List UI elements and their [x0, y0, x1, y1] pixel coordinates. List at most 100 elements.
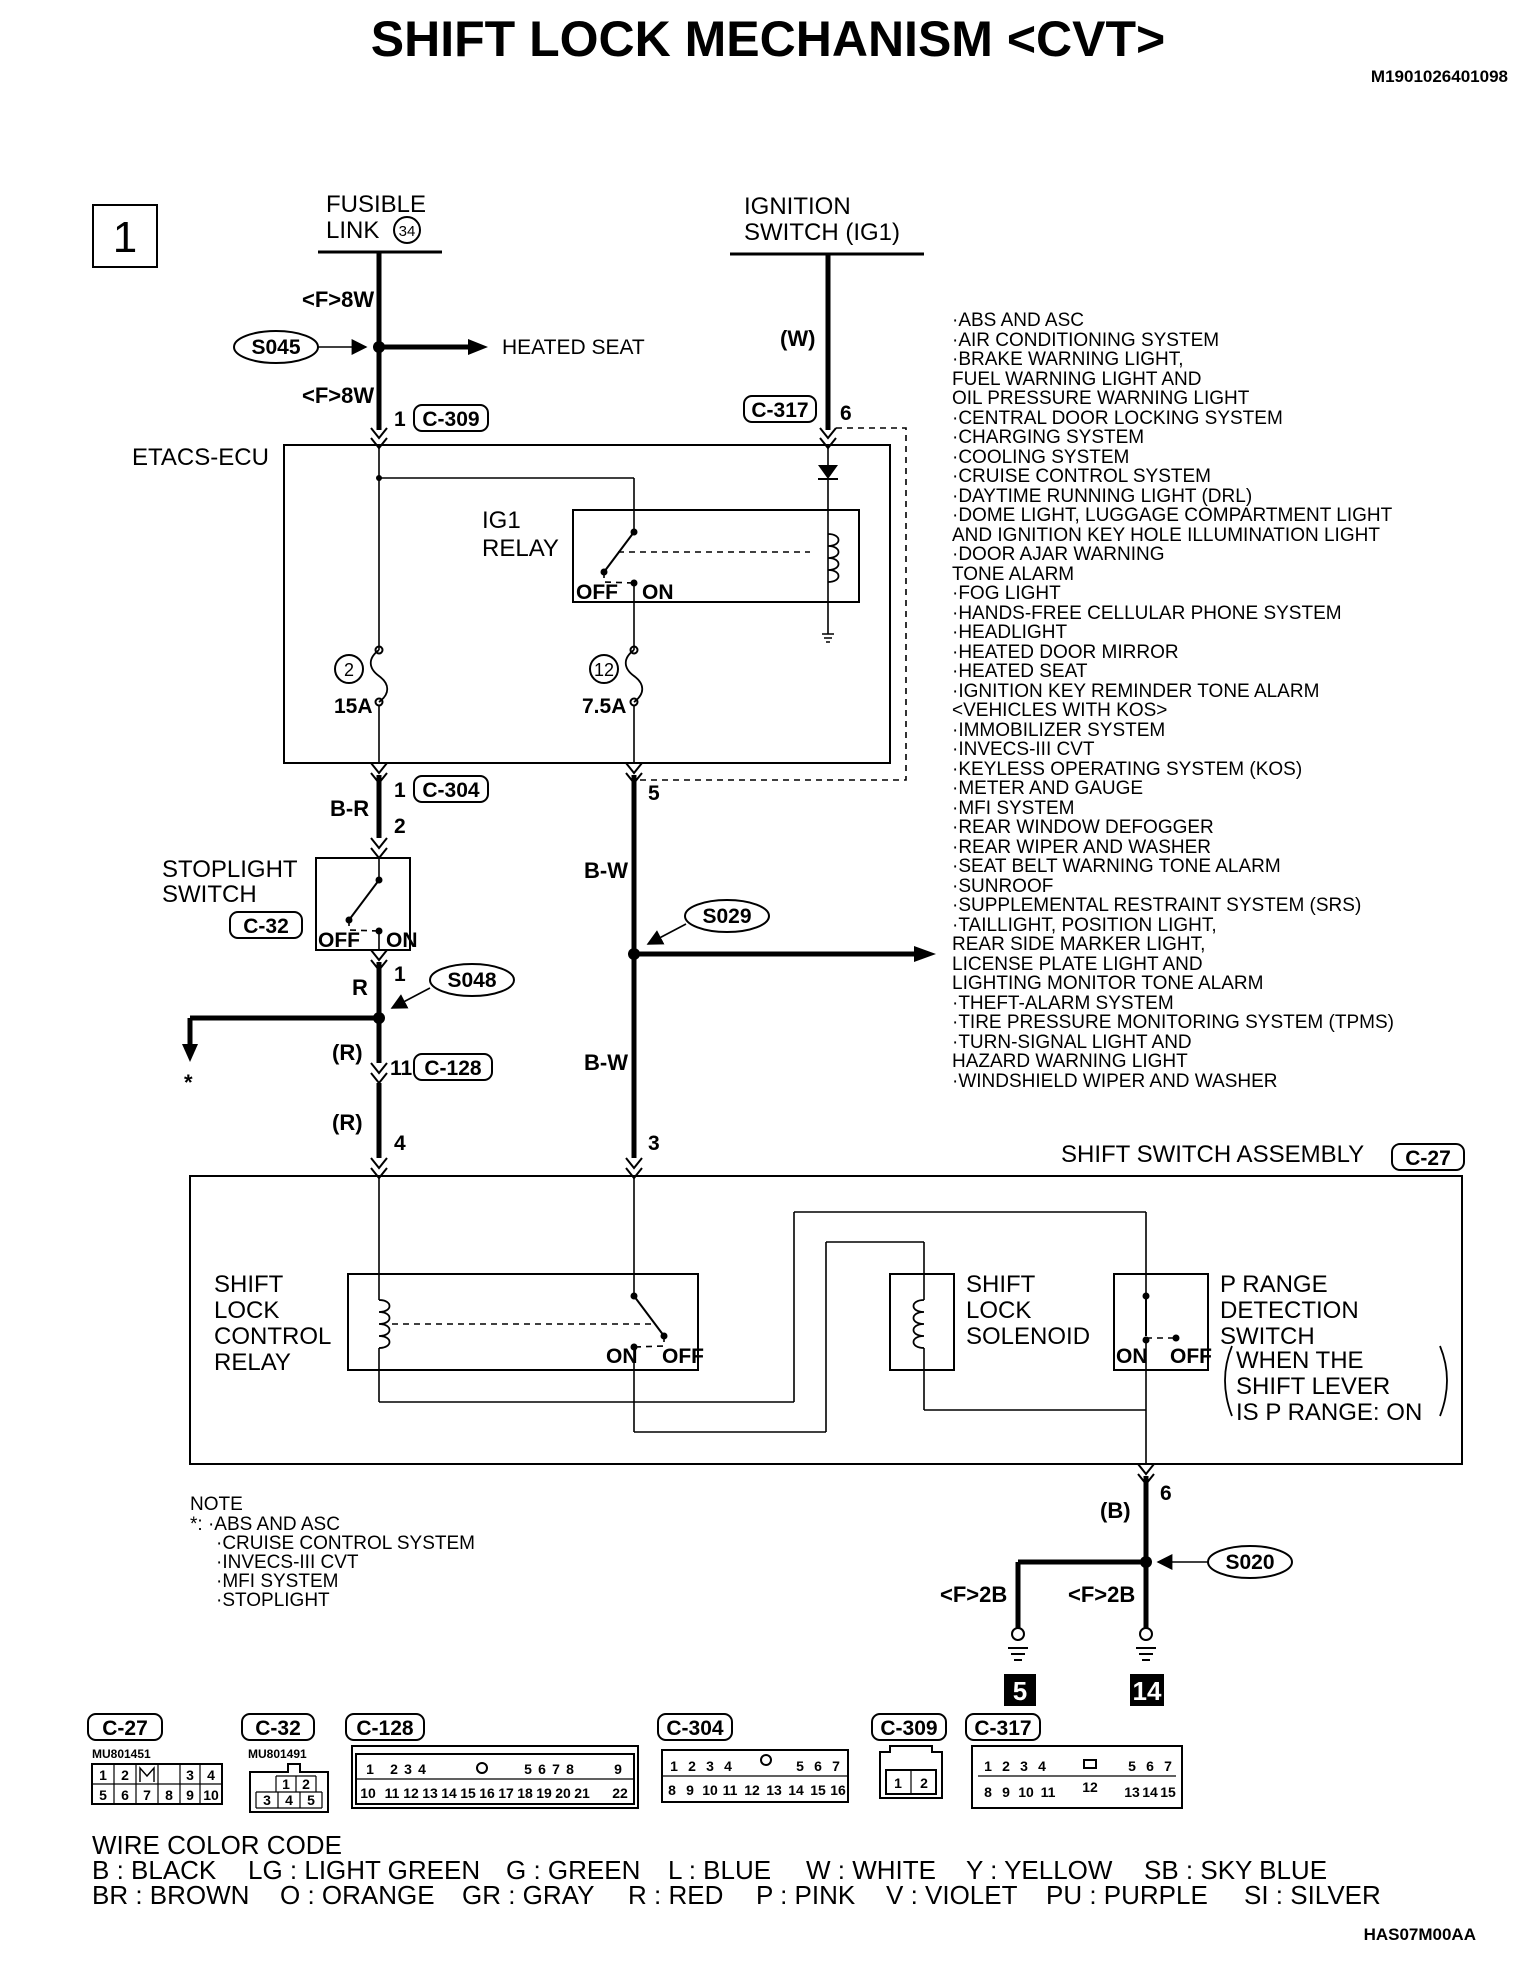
connector-view-c304-pin: 3	[706, 1758, 714, 1774]
prd-label-5: SHIFT LEVER	[1236, 1373, 1390, 1400]
connector-view-c128-pin: 20	[555, 1785, 571, 1801]
pin-c32-1: 1	[394, 963, 406, 986]
connector-view-c304-pin: 6	[814, 1758, 822, 1774]
wire-f8w-bottom: <F>8W	[302, 383, 374, 408]
wire-color-code-entry: LG : LIGHT GREEN	[248, 1855, 480, 1885]
slcr-coil	[378, 1299, 391, 1349]
systems-list-item: ·REAR WIPER AND WASHER	[952, 837, 1211, 858]
connector-view-c27-pin: 10	[203, 1787, 219, 1803]
connector-view-c317-pin: 1	[984, 1758, 992, 1774]
connector-view-c32-part: MU801491	[248, 1747, 307, 1761]
prd-label-2: DETECTION	[1220, 1297, 1359, 1324]
systems-list-item: ·TIRE PRESSURE MONITORING SYSTEM (TPMS)	[952, 1012, 1394, 1033]
systems-list-item: ·DOME LIGHT, LUGGAGE COMPARTMENT LIGHT	[952, 505, 1393, 526]
systems-list-item: ·KEYLESS OPERATING SYSTEM (KOS)	[952, 759, 1302, 780]
connector-c128: C-128	[424, 1057, 482, 1080]
connector-view-c27-pin: 8	[165, 1787, 173, 1803]
systems-list-item: ·HANDS-FREE CELLULAR PHONE SYSTEM	[952, 603, 1342, 624]
connector-view-c128-pin: 19	[536, 1785, 552, 1801]
ig1-relay-label: IG1	[482, 507, 521, 534]
prd-label-6: IS P RANGE: ON	[1236, 1399, 1422, 1426]
pin-c32-2: 2	[394, 815, 406, 838]
connector-view-c128-pin: 10	[360, 1785, 376, 1801]
splice-s048-oval	[429, 963, 515, 997]
connector-view-c27: C-27 MU801451 1 2 3 4 5 6 7 8 9 10	[87, 1713, 223, 1805]
connector-view-c304-pin: 13	[766, 1782, 782, 1798]
prd-label-3: SWITCH	[1220, 1323, 1315, 1350]
connector-view-c27-pin: 9	[186, 1787, 194, 1803]
connector-view-c304-pin: 16	[830, 1782, 846, 1798]
systems-list-item: ·CENTRAL DOOR LOCKING SYSTEM	[952, 408, 1283, 429]
connector-view-c128-pin: 15	[460, 1785, 476, 1801]
fuse-12-number-circle	[589, 654, 619, 684]
systems-list-item: ·COOLING SYSTEM	[952, 447, 1129, 468]
connector-view-c317-label: C-317	[974, 1717, 1031, 1740]
connector-view-c304-pin: 1	[670, 1758, 678, 1774]
ground-5-badge	[1004, 1674, 1036, 1706]
systems-list-item: ·CRUISE CONTROL SYSTEM	[952, 466, 1211, 487]
p-range-switch-off: OFF	[1170, 1345, 1212, 1368]
systems-list-item: ·SEAT BELT WARNING TONE ALARM	[952, 856, 1281, 877]
wire-r-paren-lower: (R)	[332, 1110, 363, 1135]
splice-s029: S029	[702, 905, 751, 928]
slcr-label: SHIFT	[214, 1271, 284, 1298]
stoplight-switch-box	[315, 857, 411, 951]
systems-list-item: ·HEADLIGHT	[952, 622, 1067, 643]
wire-color-code-entry: SB : SKY BLUE	[1144, 1855, 1327, 1885]
pin-c304-5: 5	[648, 782, 660, 805]
wire-b-paren: (B)	[1100, 1498, 1131, 1523]
sls-label-2: LOCK	[966, 1297, 1031, 1324]
fuse-2-number-circle	[334, 654, 364, 684]
document-id: M1901026401098	[1371, 67, 1508, 86]
connector-view-c32-pin: 5	[307, 1792, 315, 1808]
systems-list-item: ·HEATED SEAT	[952, 661, 1088, 682]
connector-view-c128-pin: 12	[403, 1785, 419, 1801]
pin-c317: 6	[840, 402, 852, 425]
ig1-relay-off: OFF	[576, 581, 618, 604]
slcr-on: ON	[606, 1345, 638, 1368]
shift-lock-solenoid-coil	[912, 1299, 925, 1349]
fuse-2-rating: 15A	[334, 695, 373, 718]
systems-list-item: ·BRAKE WARNING LIGHT,	[952, 349, 1184, 370]
stoplight-switch-label-2: SWITCH	[162, 881, 257, 908]
pin-c27-3: 3	[648, 1132, 660, 1155]
connector-view-c304-pin: 8	[668, 1782, 676, 1798]
splice-s048: S048	[447, 969, 496, 992]
wire-color-code-entry: Y : YELLOW	[966, 1855, 1113, 1885]
connector-view-c27-pin: 5	[99, 1787, 107, 1803]
prd-label: P RANGE	[1220, 1271, 1328, 1298]
systems-list-item: OIL PRESSURE WARNING LIGHT	[952, 388, 1250, 409]
connector-view-c32: C-32 MU801491 1 2 3 4 5	[241, 1713, 329, 1813]
p-range-switch-box	[1113, 1273, 1209, 1371]
slcr-label-3: CONTROL	[214, 1323, 331, 1350]
connector-view-c32-pin: 2	[302, 1776, 310, 1792]
connector-view-c317-pin: 8	[984, 1784, 992, 1800]
connector-view-c309: C-309 1 2	[871, 1713, 947, 1799]
connector-view-c128-pin: 9	[614, 1761, 622, 1777]
connector-view-c317: C-317 1 2 3 4 5 6 7 8 9 10 11 12 13 14 1…	[965, 1713, 1183, 1809]
slcr-label-2: LOCK	[214, 1297, 279, 1324]
stoplight-switch-contact	[348, 879, 380, 921]
wire-f2b-right: <F>2B	[1068, 1582, 1135, 1607]
connector-c27: C-27	[1405, 1147, 1451, 1170]
systems-list-item: ·FOG LIGHT	[952, 583, 1061, 604]
connector-view-c128-pin: 18	[517, 1785, 533, 1801]
connector-view-c27-pin: 1	[99, 1767, 107, 1783]
connector-view-c317-pin: 15	[1160, 1784, 1176, 1800]
connector-view-c304-pin: 10	[702, 1782, 718, 1798]
shift-lock-solenoid-box	[889, 1273, 955, 1371]
note-line: ·CRUISE CONTROL SYSTEM	[216, 1533, 475, 1554]
connector-view-c128-pin: 22	[612, 1785, 628, 1801]
connector-view-c128-pin: 11	[385, 1785, 400, 1801]
connector-view-c128-pin: 5	[524, 1761, 532, 1777]
connector-c304: C-304	[422, 779, 480, 802]
etacs-ecu-label: ETACS-ECU	[132, 444, 269, 471]
connector-view-c32-pin: 1	[282, 1776, 290, 1792]
wire-color-code-entry: V : VIOLET	[886, 1880, 1018, 1910]
sls-label: SHIFT	[966, 1271, 1036, 1298]
connector-view-c317-pin: 9	[1002, 1784, 1010, 1800]
systems-list-item: ·INVECS-III CVT	[952, 739, 1095, 760]
systems-list-item: ·SUPPLEMENTAL RESTRAINT SYSTEM (SRS)	[952, 895, 1361, 916]
wire-r-paren-upper: (R)	[332, 1040, 363, 1065]
note-line: ·INVECS-III CVT	[216, 1552, 359, 1573]
